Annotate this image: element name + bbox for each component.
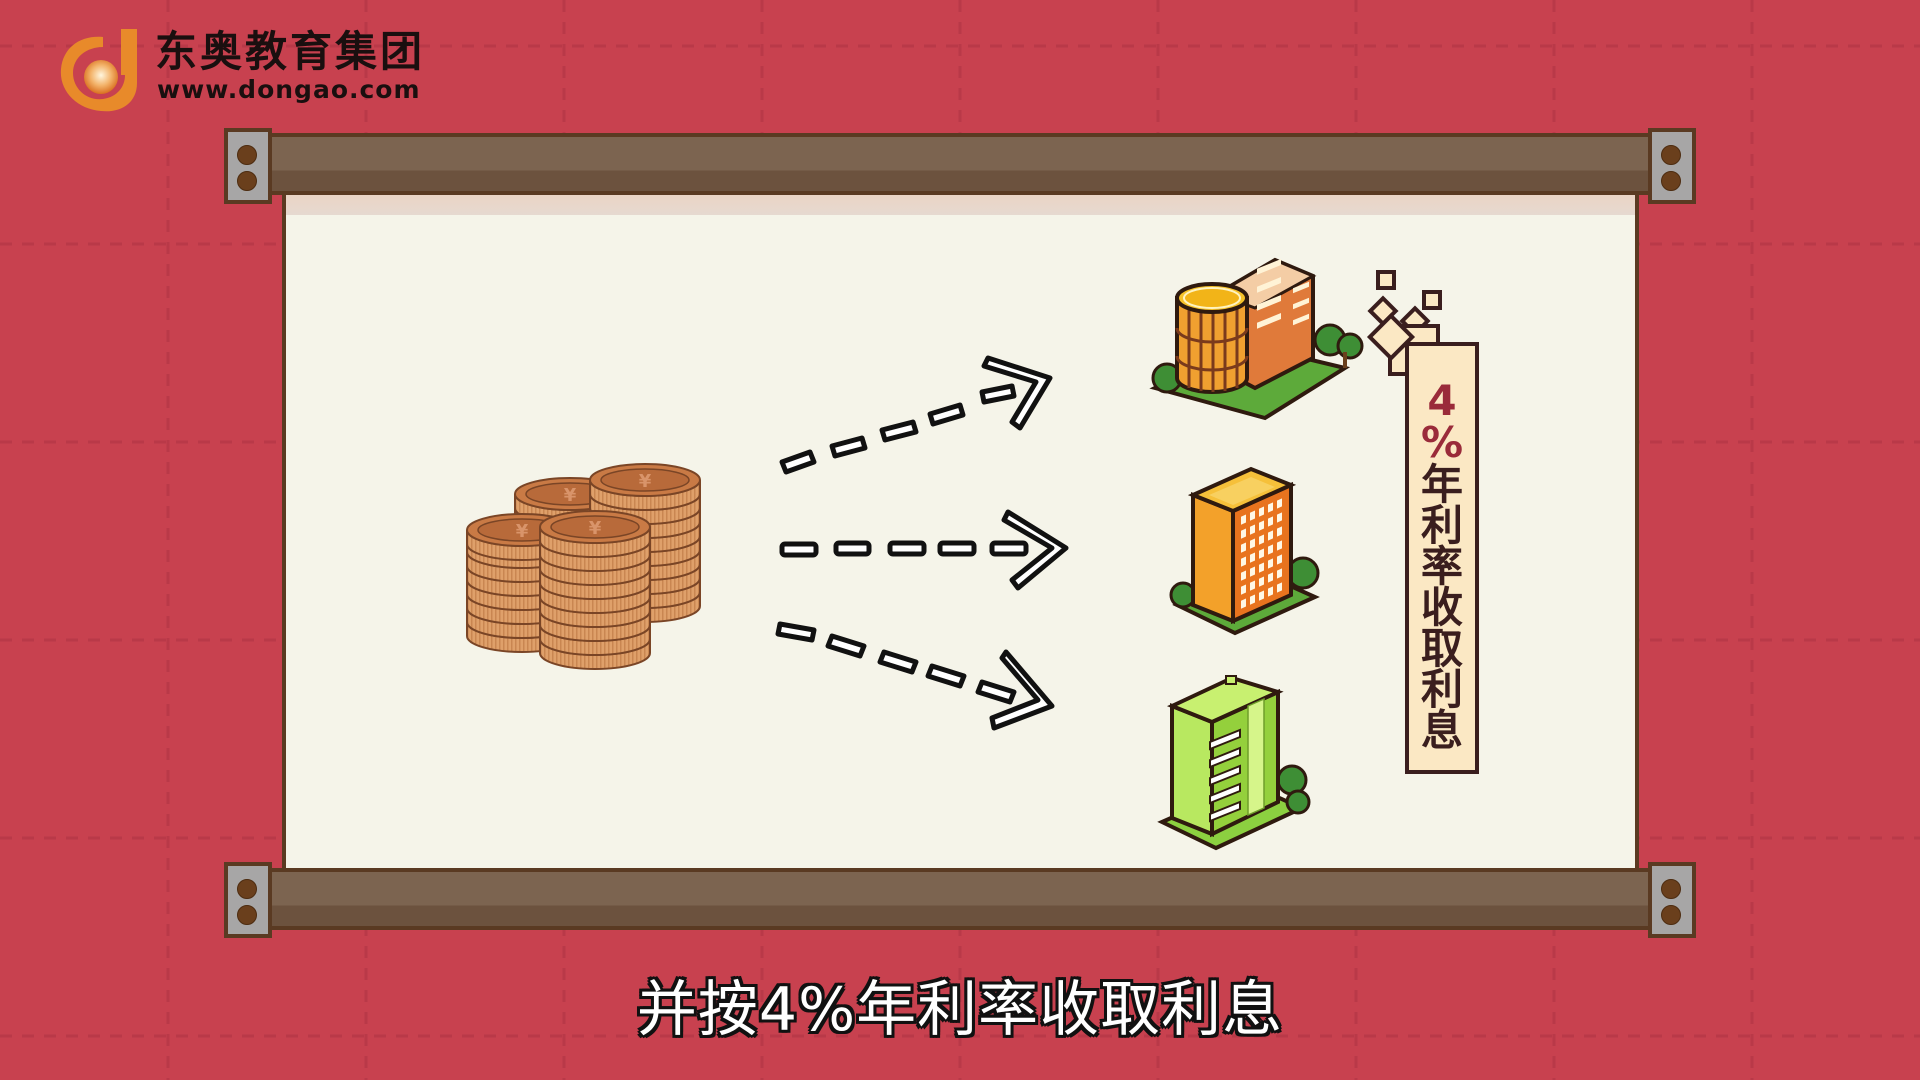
banner-char: 率 [1420, 542, 1463, 591]
office-building-icon [1149, 257, 1364, 421]
bolt-icon [1661, 879, 1681, 899]
paper-top-shadow [286, 193, 1635, 215]
banner-char: 取 [1420, 624, 1463, 673]
logo-title: 东奥教育集团 [155, 27, 426, 76]
banner-number: 4 [1427, 376, 1457, 425]
dashed-arrow-icon [779, 355, 1053, 475]
bolt-icon [1661, 145, 1681, 165]
scroll-top-bar [266, 133, 1652, 195]
bracket-bottom-right [1648, 862, 1696, 938]
bolt-icon [237, 145, 257, 165]
bracket-bottom-left [224, 862, 272, 938]
office-building-icon [1157, 675, 1311, 851]
bolt-icon [237, 905, 257, 925]
subtitle-caption: 并按4%年利率收取利息 [636, 975, 1284, 1045]
scroll-bottom-bar [266, 868, 1652, 930]
bracket-top-left [224, 128, 272, 204]
bolt-icon [237, 171, 257, 191]
yuan-coin-stack-icon: ¥ [466, 463, 701, 670]
bracket-top-right [1648, 128, 1696, 204]
bolt-icon [1661, 171, 1681, 191]
dashed-arrow-icon [775, 621, 1055, 731]
banner-char: 息 [1420, 706, 1463, 755]
logo-url: www.dongao.com [157, 75, 421, 104]
banner-char: 利 [1420, 665, 1463, 714]
banner-char: 收 [1420, 583, 1463, 632]
arrows-group [775, 355, 1069, 731]
interest-rate-banner: 4 % 年 利 率 收 取 利 息 [1405, 342, 1479, 774]
banner-char: 利 [1420, 501, 1463, 550]
banner-char: 年 [1420, 460, 1463, 509]
bolt-icon [237, 879, 257, 899]
dongao-logo-icon [60, 29, 137, 112]
banner-percent: % [1420, 418, 1464, 467]
bolt-icon [1661, 905, 1681, 925]
dashed-arrow-icon [779, 509, 1069, 591]
highrise-building-icon [1169, 466, 1320, 636]
